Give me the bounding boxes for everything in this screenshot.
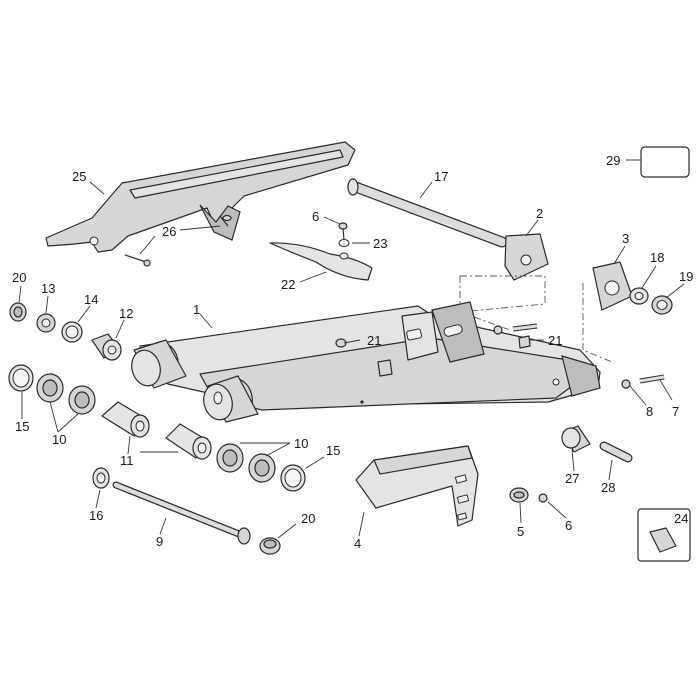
label-17: 17 (434, 169, 448, 184)
sleeve-11-b (165, 423, 212, 460)
label-11: 11 (120, 453, 134, 468)
bushing-20-bottom (259, 537, 281, 555)
label-9: 9 (156, 534, 163, 549)
spacer-12 (91, 333, 122, 361)
leader-lines (18, 159, 685, 539)
bushing-20-top (9, 302, 27, 322)
label-20-bottom: 20 (301, 511, 315, 526)
bearing-10-right-a (216, 443, 244, 473)
label-10-right: 10 (294, 436, 308, 451)
label-16: 16 (89, 508, 103, 523)
bushing-27 (561, 425, 591, 453)
screw-6-washer-23 (338, 222, 350, 260)
label-7: 7 (672, 404, 679, 419)
label-21-right: 21 (548, 333, 562, 348)
label-4: 4 (354, 536, 361, 551)
label-10-left: 10 (52, 432, 66, 447)
label-15-right: 15 (326, 443, 340, 458)
label-25: 25 (72, 169, 86, 184)
adjuster-3 (592, 261, 633, 311)
pivot-shaft-9 (112, 481, 251, 545)
seal-15-left (8, 364, 34, 392)
swingarm-1 (131, 301, 601, 423)
part-box-24 (637, 508, 691, 562)
label-1: 1 (193, 302, 200, 317)
label-13: 13 (41, 281, 55, 296)
chain-slider-4 (355, 445, 479, 527)
washer-19 (651, 295, 673, 315)
label-29: 29 (606, 153, 620, 168)
label-23: 23 (373, 236, 387, 251)
bolt-26 (124, 254, 151, 267)
grommet-5 (509, 487, 529, 503)
ring-14 (61, 321, 83, 343)
label-20-top: 20 (12, 270, 26, 285)
adjuster-block-2 (504, 233, 549, 281)
label-12: 12 (119, 306, 133, 321)
sleeve-11-a (101, 401, 150, 438)
bearing-13 (36, 313, 56, 333)
label-8: 8 (646, 404, 653, 419)
seal-15-right (280, 464, 306, 492)
label-box-29 (640, 146, 690, 178)
label-3: 3 (622, 231, 629, 246)
chain-guard (45, 141, 356, 253)
spindle-17 (347, 178, 508, 248)
part-labels: 25 26 17 6 23 22 2 29 3 18 19 1 21 21 8 … (12, 153, 693, 551)
washer-18 (629, 287, 649, 305)
bolt-7 (621, 374, 665, 389)
label-24: 24 (674, 511, 688, 526)
label-15-left: 15 (15, 419, 29, 434)
label-28: 28 (601, 480, 615, 495)
bolt-26-upper (219, 214, 232, 227)
label-14: 14 (84, 292, 98, 307)
screw-6-lower (538, 493, 548, 503)
bearing-10-right-b (248, 453, 276, 483)
label-6-top: 6 (312, 209, 319, 224)
label-18: 18 (650, 250, 664, 265)
washer-16 (92, 467, 110, 489)
screw-21-right (518, 335, 531, 349)
label-2: 2 (536, 206, 543, 221)
label-22: 22 (281, 277, 295, 292)
bearing-10-left-b (68, 385, 96, 415)
plate-22 (269, 242, 373, 281)
label-26: 26 (162, 224, 176, 239)
label-21-left: 21 (367, 333, 381, 348)
alignment-lines (459, 275, 613, 363)
bearing-10-left-a (36, 373, 64, 403)
label-27: 27 (565, 471, 579, 486)
pin-28 (599, 441, 633, 463)
label-5: 5 (517, 524, 524, 539)
label-6-bottom: 6 (565, 518, 572, 533)
label-19: 19 (679, 269, 693, 284)
bolt-upper (493, 323, 538, 335)
